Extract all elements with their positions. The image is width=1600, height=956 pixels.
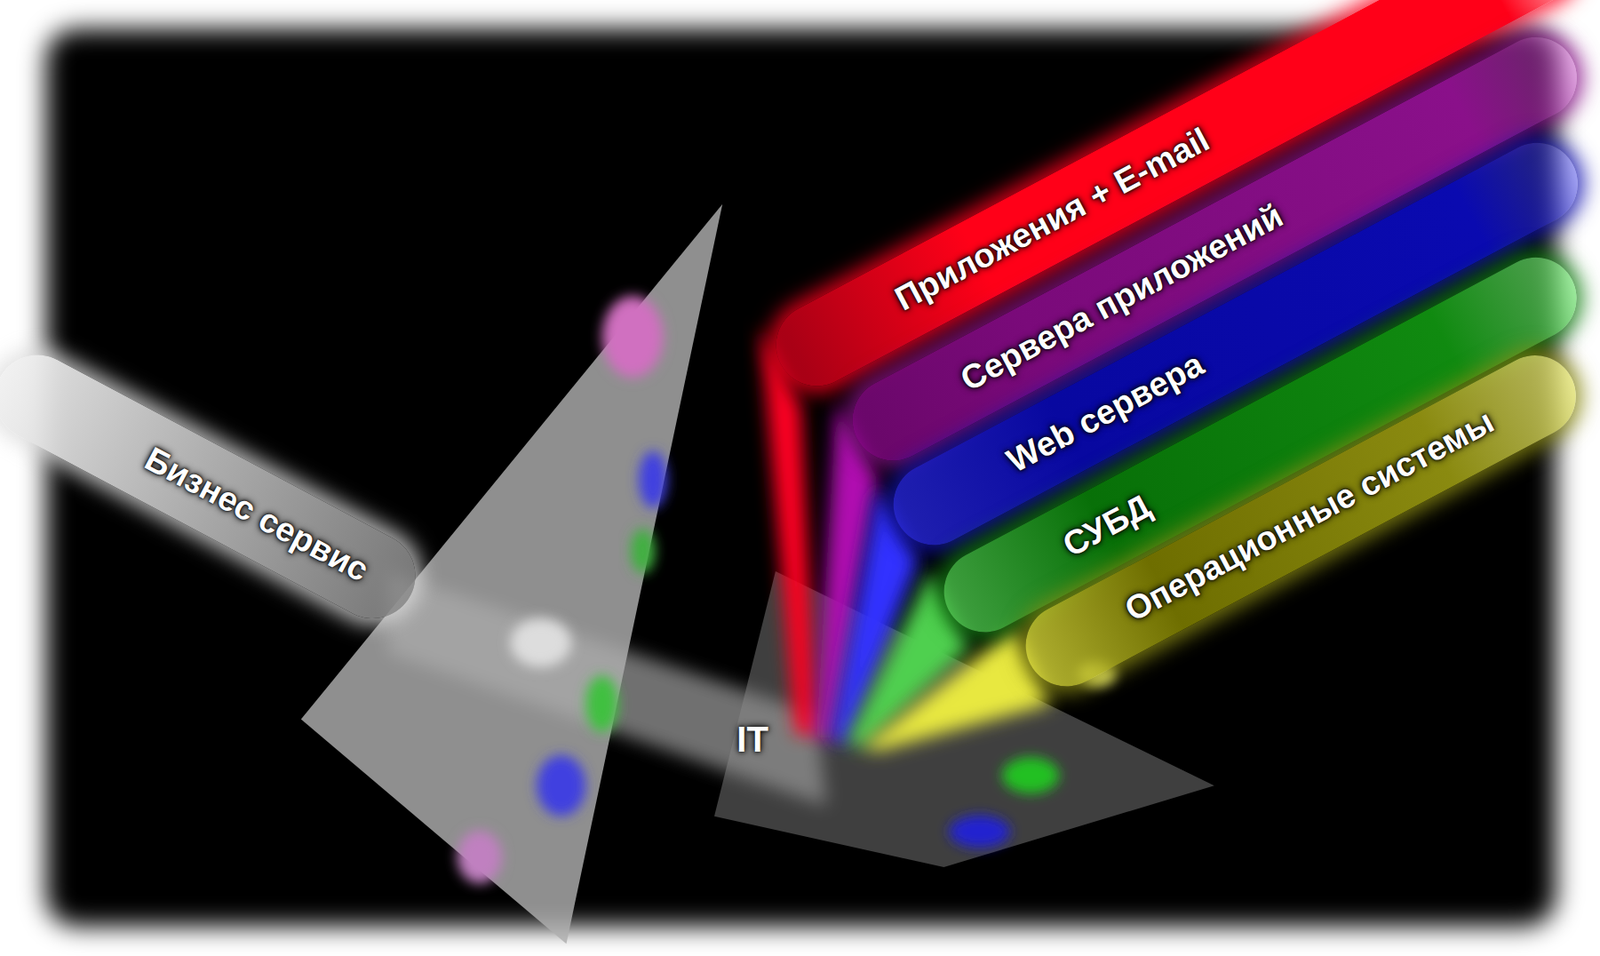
- prism-blob: [1002, 756, 1059, 794]
- fan-yellow: [862, 627, 1051, 751]
- it-label: IT: [736, 719, 769, 760]
- prism-blob: [457, 830, 503, 884]
- prism-blob: [948, 815, 1011, 849]
- beam-label: Бизнес сервис: [127, 418, 387, 611]
- prism-blob: [638, 451, 668, 509]
- prism-blob: [536, 755, 586, 817]
- prism-blob: [585, 675, 619, 733]
- prism-blob: [602, 295, 664, 378]
- light-beam: Бизнес сервис: [0, 339, 430, 634]
- fan-red: [760, 326, 817, 734]
- prism-blob: [509, 618, 572, 668]
- prism-blob: [630, 528, 656, 574]
